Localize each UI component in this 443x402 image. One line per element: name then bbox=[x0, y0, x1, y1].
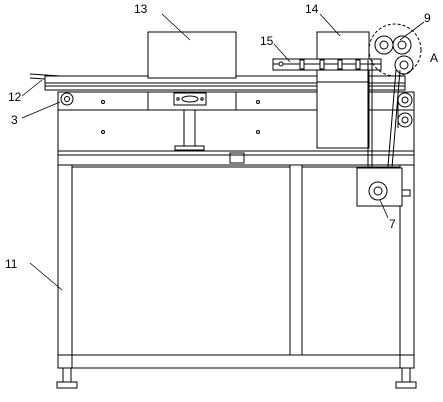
label-12: 12 bbox=[8, 90, 22, 104]
label-9: 9 bbox=[424, 11, 431, 25]
press-bar bbox=[272, 58, 382, 71]
label-11: 11 bbox=[5, 257, 18, 271]
label-a: A bbox=[430, 51, 438, 65]
left-roller bbox=[60, 92, 74, 106]
drive-rollers bbox=[374, 35, 414, 128]
leader-lines bbox=[21, 13, 425, 291]
feet bbox=[56, 367, 417, 389]
label-13: 13 bbox=[134, 2, 148, 16]
frame bbox=[57, 150, 415, 369]
label-14: 14 bbox=[305, 2, 319, 16]
side-plate bbox=[316, 31, 370, 149]
center-support bbox=[173, 92, 207, 151]
label-7: 7 bbox=[389, 217, 396, 231]
motor-bracket bbox=[356, 167, 411, 207]
label-3: 3 bbox=[11, 113, 18, 127]
label-15: 15 bbox=[260, 34, 274, 48]
